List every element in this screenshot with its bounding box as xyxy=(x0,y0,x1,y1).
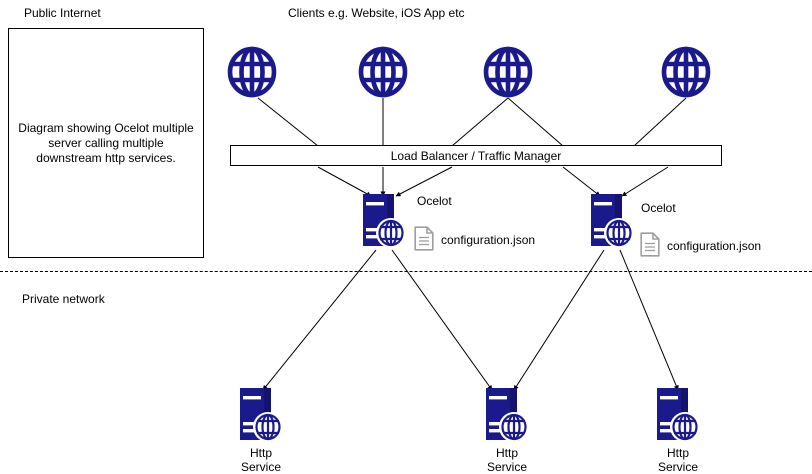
http-service-label-2: Http Service xyxy=(462,446,552,474)
private-network-label: Private network xyxy=(22,292,105,306)
config-label-2: configuration.json xyxy=(667,239,762,253)
server-globe-icon xyxy=(363,194,406,248)
document-icon xyxy=(414,226,434,251)
description-text: Diagram showing Ocelot multiple server c… xyxy=(18,120,194,165)
description-box: Diagram showing Ocelot multiple server c… xyxy=(8,28,204,258)
ocelot-label-1: Ocelot xyxy=(417,194,452,208)
ocelot-node-1[interactable] xyxy=(361,192,407,250)
config-doc-1[interactable] xyxy=(414,226,434,251)
http-service-label-3-line1: Http xyxy=(666,446,689,460)
clients-label: Clients e.g. Website, iOS App etc xyxy=(288,6,465,20)
globe-icon xyxy=(227,46,277,98)
http-service-label-1-line1: Http xyxy=(249,446,272,460)
server-globe-icon xyxy=(657,388,700,442)
server-globe-icon xyxy=(591,194,634,248)
config-doc-2[interactable] xyxy=(640,232,660,257)
load-balancer-label: Load Balancer / Traffic Manager xyxy=(390,148,562,163)
http-service-node-3[interactable] xyxy=(655,386,701,444)
server-globe-icon xyxy=(240,388,283,442)
globe-icon xyxy=(483,46,533,98)
load-balancer-bar[interactable]: Load Balancer / Traffic Manager xyxy=(230,145,722,166)
http-service-label-3-line2: Service xyxy=(657,460,698,474)
ocelot-node-2[interactable] xyxy=(589,192,635,250)
http-service-node-1[interactable] xyxy=(238,386,284,444)
client-node-3[interactable] xyxy=(482,46,534,98)
ocelot-label-2: Ocelot xyxy=(641,201,676,215)
http-service-node-2[interactable] xyxy=(484,386,530,444)
public-internet-label: Public Internet xyxy=(24,6,101,20)
http-service-label-1: Http Service xyxy=(216,446,306,474)
client-node-1[interactable] xyxy=(226,46,278,98)
config-label-1: configuration.json xyxy=(441,233,536,247)
server-globe-icon xyxy=(486,388,529,442)
globe-icon xyxy=(358,46,408,98)
network-boundary-divider xyxy=(0,271,812,272)
client-node-2[interactable] xyxy=(357,46,409,98)
document-icon xyxy=(640,232,660,257)
http-service-label-2-line1: Http xyxy=(495,446,518,460)
http-service-label-2-line2: Service xyxy=(486,460,527,474)
http-service-label-3: Http Service xyxy=(633,446,723,474)
client-node-4[interactable] xyxy=(660,46,712,98)
http-service-label-1-line2: Service xyxy=(240,460,281,474)
globe-icon xyxy=(661,46,711,98)
